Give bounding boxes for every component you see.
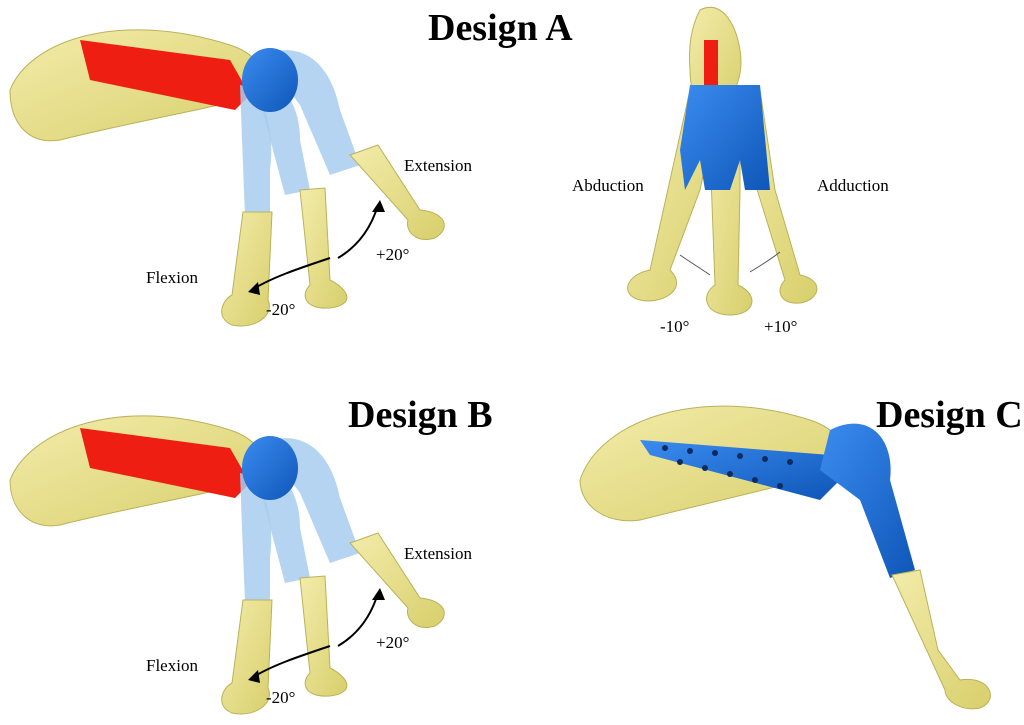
extension-angle-a: +20° <box>376 245 409 265</box>
flexion-angle-b: -20° <box>266 688 295 708</box>
blue-humerus-c <box>820 424 915 578</box>
extension-arrowhead <box>372 200 385 212</box>
design-c-model <box>580 406 990 709</box>
prosthetic-head <box>242 48 298 112</box>
extension-arrow-b <box>338 593 378 646</box>
flexion-label-a: Flexion <box>146 268 198 288</box>
design-b-model <box>10 416 444 714</box>
design-a-title: Design A <box>428 6 573 50</box>
distal-humerus-flexion-b <box>222 600 272 714</box>
extension-arrowhead-b <box>372 588 385 600</box>
adduction-arrow <box>750 252 780 272</box>
design-a-lateral-model <box>10 30 444 326</box>
abduction-label: Abduction <box>572 176 644 196</box>
distal-humerus-neutral-b <box>300 576 347 696</box>
abduction-arrow <box>680 255 710 275</box>
extension-angle-b: +20° <box>376 633 409 653</box>
adduction-angle: +10° <box>764 317 797 337</box>
resection-plate-frontal <box>704 40 718 90</box>
humerus-c-distal <box>892 570 990 709</box>
flexion-label-b: Flexion <box>146 656 198 676</box>
extension-label-b: Extension <box>404 544 472 564</box>
distal-humerus-neutral <box>300 188 347 308</box>
design-c-title: Design C <box>876 393 1023 437</box>
extension-label-a: Extension <box>404 156 472 176</box>
extension-arrow <box>338 205 378 258</box>
adduction-label: Adduction <box>817 176 889 196</box>
distal-humerus-flexion <box>222 212 272 326</box>
abduction-angle: -10° <box>660 317 689 337</box>
flexion-angle-a: -20° <box>266 300 295 320</box>
design-b-title: Design B <box>348 393 493 437</box>
prosthetic-head-b <box>242 436 298 500</box>
design-a-frontal-model <box>628 7 817 315</box>
